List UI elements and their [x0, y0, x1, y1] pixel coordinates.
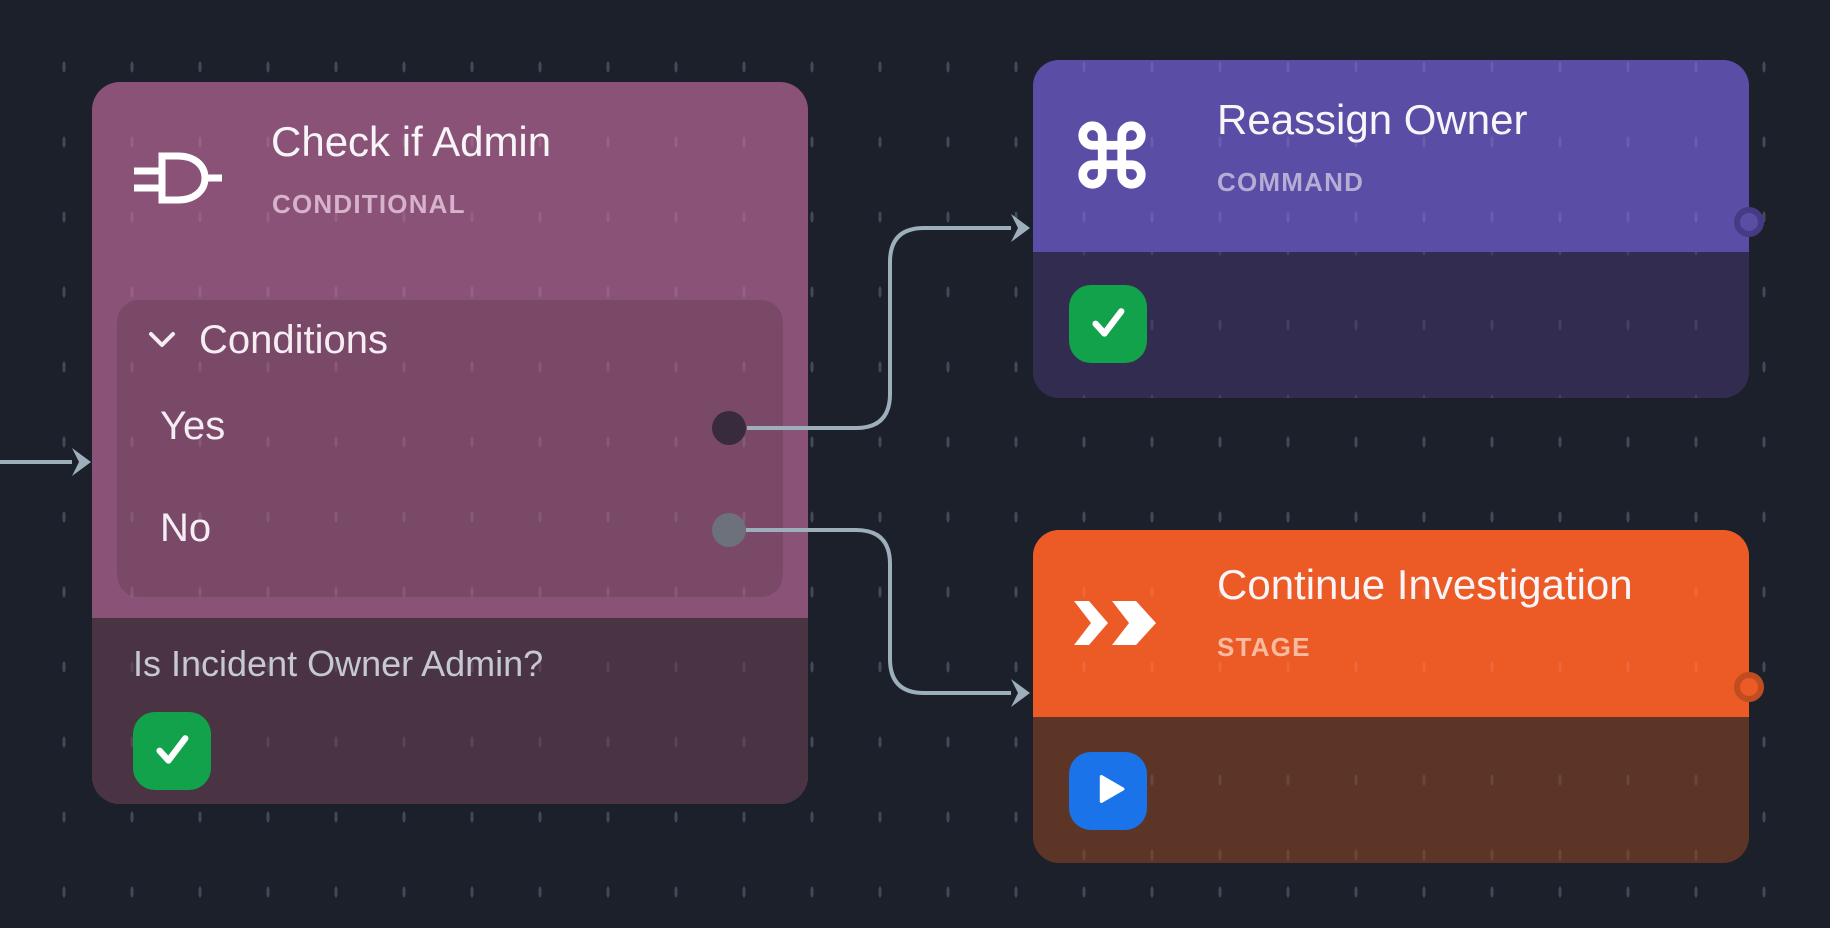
node-header: Continue Investigation STAGE — [1033, 530, 1749, 717]
branch-label-no: No — [160, 506, 212, 550]
node-title: Check if Admin — [271, 118, 552, 165]
play-badge[interactable] — [1069, 752, 1147, 830]
node-title: Continue Investigation — [1217, 561, 1633, 608]
conditions-panel: Conditions Yes No — [117, 300, 783, 597]
play-icon — [1085, 766, 1131, 817]
node-type-label: STAGE — [1217, 632, 1311, 662]
check-icon — [149, 726, 195, 777]
conditions-header-label: Conditions — [199, 318, 389, 362]
node-title: Reassign Owner — [1217, 96, 1528, 143]
input-connector[interactable] — [1734, 672, 1764, 702]
condition-description: Is Incident Owner Admin? — [133, 643, 544, 684]
check-icon — [1085, 299, 1131, 350]
status-success-badge — [1069, 285, 1147, 363]
logic-gate-icon — [132, 150, 224, 206]
node-reassign-owner[interactable]: Reassign Owner COMMAND — [1033, 60, 1764, 398]
stage-chevrons-icon — [1074, 600, 1162, 646]
node-check-if-admin[interactable]: Check if Admin CONDITIONAL Conditions Ye… — [92, 82, 808, 804]
output-port-yes[interactable] — [712, 411, 746, 445]
conditions-collapse-toggle[interactable]: Conditions — [147, 316, 388, 364]
input-connector[interactable] — [1734, 207, 1764, 237]
chevron-down-icon — [147, 330, 177, 350]
status-success-badge — [133, 712, 211, 790]
node-type-label: CONDITIONAL — [272, 189, 466, 219]
command-icon — [1073, 116, 1151, 194]
node-type-label: COMMAND — [1217, 167, 1365, 197]
node-footer: Is Incident Owner Admin? — [92, 618, 808, 804]
node-continue-investigation[interactable]: Continue Investigation STAGE — [1033, 530, 1764, 863]
branch-label-yes: Yes — [160, 404, 226, 448]
node-header: Reassign Owner COMMAND — [1033, 60, 1749, 252]
output-port-no[interactable] — [712, 513, 746, 547]
